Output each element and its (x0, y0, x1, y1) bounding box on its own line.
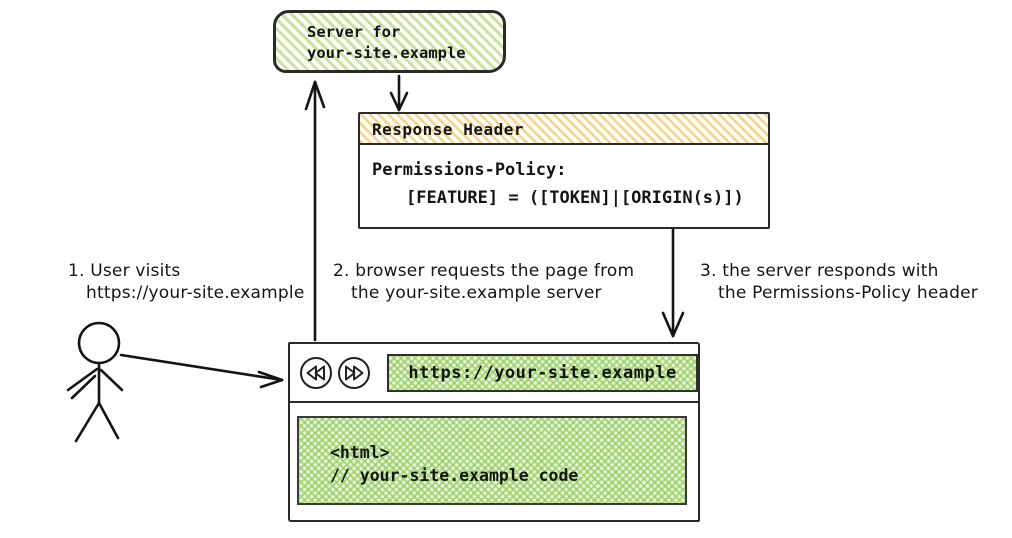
arrow-user-to-browser (119, 353, 284, 389)
step-1-line1: 1. User visits (68, 261, 181, 281)
server-label-line2: your-site.example (307, 44, 466, 62)
policy-name: Permissions-Policy: (372, 160, 567, 180)
response-header-body: Permissions-Policy: [FEATURE] = ([TOKEN]… (360, 145, 768, 227)
step-3-label: 3. the server responds with the Permissi… (700, 260, 1005, 304)
url-bar[interactable]: https://your-site.example (387, 353, 698, 392)
step-1-label: 1. User visits https://your-site.example (68, 260, 333, 304)
forward-icon (345, 365, 364, 380)
step-3-line1: 3. the server responds with (700, 261, 939, 281)
back-button[interactable] (298, 355, 334, 391)
page-content-box: <html> // your-site.example code (297, 416, 687, 505)
step-2-line2: the your-site.example server (351, 283, 602, 303)
step-3-line2: the Permissions-Policy header (718, 283, 978, 303)
url-text: https://your-site.example (408, 362, 677, 383)
server-label-line1: Server for (307, 23, 401, 41)
forward-button[interactable] (336, 355, 372, 391)
server-box: Server for your-site.example (273, 10, 506, 73)
step-2-label: 2. browser requests the page from the yo… (333, 260, 668, 304)
back-icon (306, 365, 325, 380)
response-header-box: Response Header Permissions-Policy: [FEA… (358, 112, 770, 229)
arrow-server-to-response-header (389, 74, 409, 112)
policy-syntax: [FEATURE] = ([TOKEN]|[ORIGIN(s)]) (406, 188, 744, 208)
step-2-line1: 2. browser requests the page from (333, 261, 635, 281)
content-line1: <html> (330, 443, 390, 462)
content-line2: // your-site.example code (330, 466, 579, 485)
user-stick-figure (66, 321, 124, 443)
browser-toolbar: https://your-site.example (290, 344, 698, 403)
step-1-line2: https://your-site.example (86, 283, 305, 303)
browser-window: https://your-site.example <html> // your… (288, 342, 700, 522)
browser-viewport: <html> // your-site.example code (290, 416, 698, 505)
response-header-title: Response Header (360, 114, 768, 145)
